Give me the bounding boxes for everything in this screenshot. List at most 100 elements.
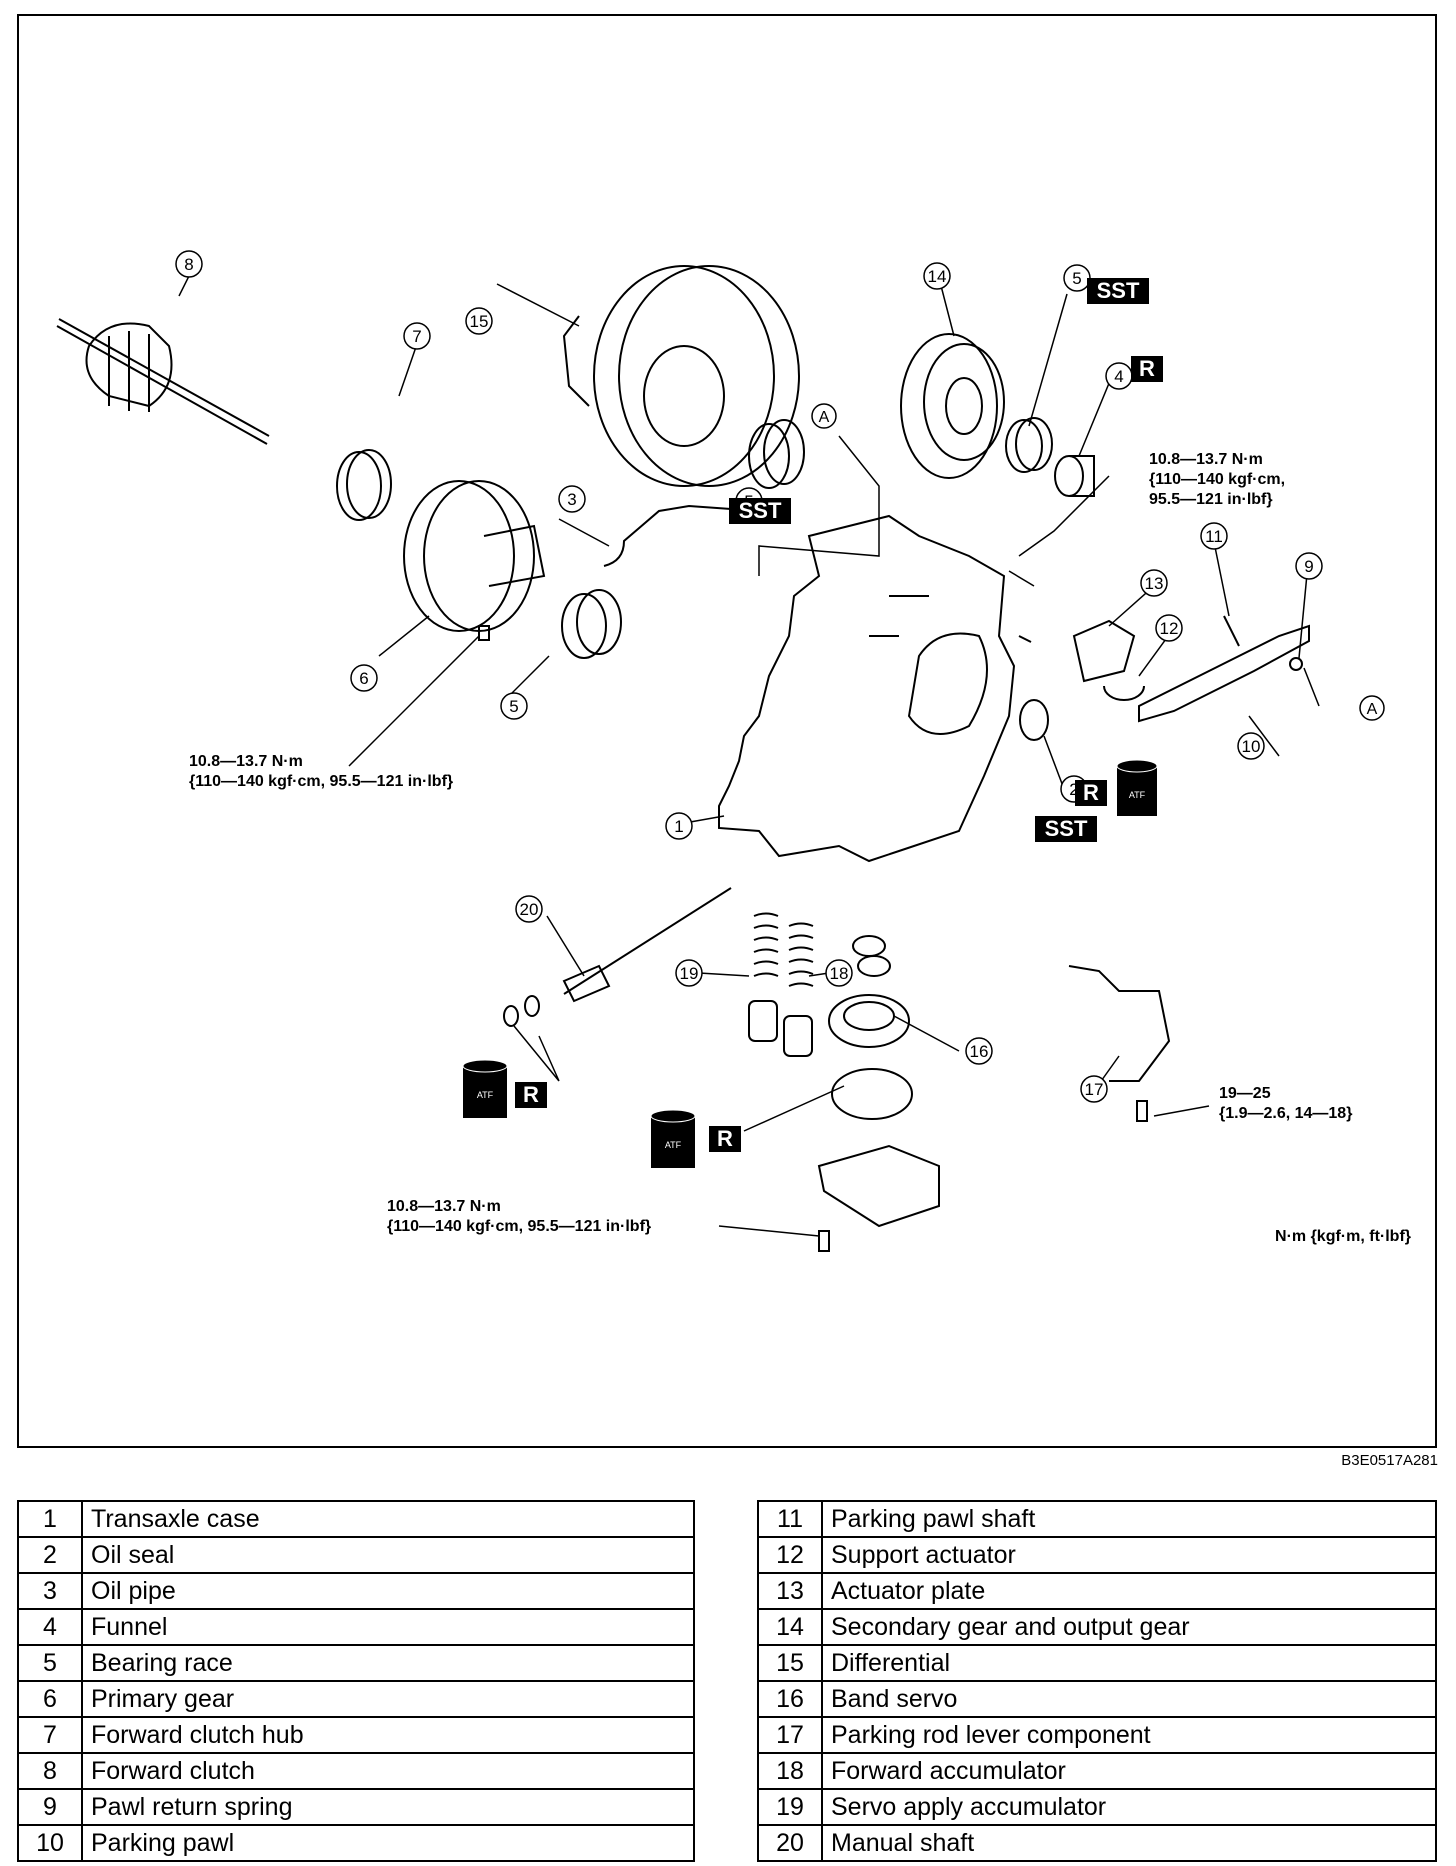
part-name: Band servo: [821, 1680, 1437, 1718]
part-number: 3: [17, 1572, 83, 1610]
funnel: [1054, 455, 1084, 497]
band-servo: [828, 994, 910, 1048]
part-name: Forward clutch: [81, 1752, 695, 1790]
svg-text:4: 4: [1114, 367, 1123, 386]
part-number: 12: [757, 1536, 823, 1574]
figure-id: B3E0517A281: [1341, 1452, 1438, 1469]
callout-8: 8: [175, 250, 203, 278]
callout-14: 14: [923, 262, 951, 290]
svg-text:SST: SST: [1097, 278, 1140, 303]
svg-text:{1.9—2.6, 14—18}: {1.9—2.6, 14—18}: [1219, 1105, 1352, 1122]
torque-spec-upper-right: 10.8—13.7 N·m {110—140 kgf·cm, 95.5—121 …: [1149, 451, 1285, 508]
svg-text:ATF: ATF: [665, 1140, 682, 1150]
callout-7: 7: [403, 322, 431, 350]
atf-can-1: ATF: [1116, 759, 1158, 816]
part-number: 16: [757, 1680, 823, 1718]
svg-text:10.8—13.7 N·m: 10.8—13.7 N·m: [387, 1198, 501, 1215]
exploded-diagram-frame: 123455567891011121314151617181920 SST SS…: [17, 14, 1437, 1448]
part-number: 10: [17, 1824, 83, 1862]
part-name: Primary gear: [81, 1680, 695, 1718]
svg-text:8: 8: [184, 255, 193, 274]
callout-17: 17: [1080, 1075, 1108, 1103]
svg-text:{110—140 kgf·cm, 95.5—121 in·l: {110—140 kgf·cm, 95.5—121 in·lbf}: [189, 773, 453, 790]
replace-tag-4: R: [709, 1126, 741, 1152]
callout-9: 9: [1295, 552, 1323, 580]
actuator-plate: [1072, 619, 1136, 683]
part-number: 17: [757, 1716, 823, 1754]
part-number: 9: [17, 1788, 83, 1826]
replace-tag-3: R: [515, 1082, 547, 1108]
part-number: 18: [757, 1752, 823, 1790]
part-name: Parking rod lever component: [821, 1716, 1437, 1754]
svg-text:9: 9: [1304, 557, 1313, 576]
svg-text:A: A: [819, 409, 830, 426]
letter-a-2: A: [1359, 695, 1385, 721]
svg-text:16: 16: [970, 1042, 989, 1061]
svg-text:95.5—121 in·lbf}: 95.5—121 in·lbf}: [1149, 491, 1273, 508]
callout-16: 16: [965, 1037, 993, 1065]
svg-text:ATF: ATF: [1129, 790, 1146, 800]
part-number: 8: [17, 1752, 83, 1790]
part-name: Differential: [821, 1644, 1437, 1682]
callout-19: 19: [675, 959, 703, 987]
svg-text:5: 5: [1072, 269, 1081, 288]
exploded-diagram: 123455567891011121314151617181920 SST SS…: [56, 250, 1411, 1252]
svg-text:R: R: [1139, 356, 1155, 381]
svg-text:13: 13: [1145, 574, 1164, 593]
forward-clutch-hub: [336, 451, 382, 521]
svg-text:14: 14: [928, 267, 947, 286]
part-name: Support actuator: [821, 1536, 1437, 1574]
support-actuator: [1103, 685, 1145, 701]
part-name: Manual shaft: [821, 1824, 1437, 1862]
part-number: 2: [17, 1536, 83, 1574]
svg-text:3: 3: [567, 490, 576, 509]
callout-20: 20: [515, 895, 543, 923]
part-name: Actuator plate: [821, 1572, 1437, 1610]
callout-6: 6: [350, 664, 378, 692]
differential: [593, 265, 775, 487]
part-number: 6: [17, 1680, 83, 1718]
svg-text:R: R: [1083, 780, 1099, 805]
svg-text:19: 19: [680, 964, 699, 983]
svg-text:10: 10: [1242, 737, 1261, 756]
callout-1: 1: [665, 812, 693, 840]
bearing-race-c: [1005, 419, 1043, 473]
svg-text:19—25: 19—25: [1219, 1085, 1271, 1102]
part-name: Oil seal: [81, 1536, 695, 1574]
part-number: 20: [757, 1824, 823, 1862]
torque-spec-bottom: 10.8—13.7 N·m {110—140 kgf·cm, 95.5—121 …: [387, 1198, 651, 1235]
svg-text:SST: SST: [1045, 816, 1088, 841]
svg-text:17: 17: [1085, 1080, 1104, 1099]
part-name: Parking pawl: [81, 1824, 695, 1862]
svg-text:20: 20: [520, 900, 539, 919]
torque-spec-lever-bolt: 19—25 {1.9—2.6, 14—18}: [1219, 1085, 1352, 1122]
part-name: Oil pipe: [81, 1572, 695, 1610]
oil-pipe: [603, 504, 760, 567]
part-number: 5: [17, 1644, 83, 1682]
callout-10: 10: [1237, 732, 1265, 760]
torque-spec-left: 10.8—13.7 N·m {110—140 kgf·cm, 95.5—121 …: [189, 753, 453, 790]
part-name: Secondary gear and output gear: [821, 1608, 1437, 1646]
svg-text:A: A: [1367, 701, 1378, 718]
callout-11: 11: [1200, 522, 1228, 550]
atf-can-2: ATF: [462, 1059, 508, 1118]
callout-18: 18: [825, 959, 853, 987]
part-number: 4: [17, 1608, 83, 1646]
part-number: 1: [17, 1500, 83, 1538]
replace-tag-1: R: [1131, 356, 1163, 382]
callout-5: 5: [1063, 264, 1091, 292]
bearing-race-a: [561, 593, 607, 659]
